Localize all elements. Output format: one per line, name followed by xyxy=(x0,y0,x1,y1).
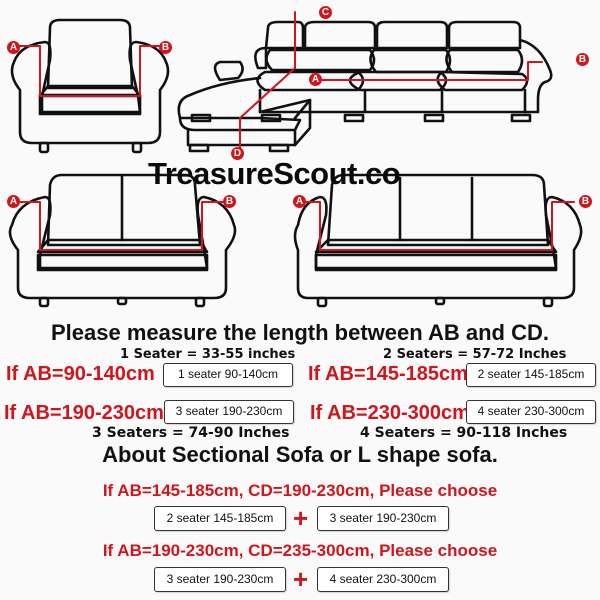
sectional-option-2b: 4 seater 230-300cm xyxy=(317,567,449,592)
sectional-condition-1: If AB=145-185cm, CD=190-230cm, Please ch… xyxy=(102,481,498,500)
plus-icon: + xyxy=(293,564,309,594)
marker-a-loveseat: A xyxy=(7,195,20,208)
headline: Please measure the length between AB and… xyxy=(51,320,549,345)
inch-label-3-seaters: 3 Seaters = 74-90 Inches xyxy=(92,425,290,441)
marker-b: B xyxy=(159,41,172,54)
condition-2-seater: If AB=145-185cm xyxy=(308,363,468,385)
marker-a: A xyxy=(7,41,20,54)
sectional-option-1a: 2 seater 145-185cm xyxy=(154,506,286,531)
option-2-seater: 2 seater 145-185cm xyxy=(466,363,596,387)
loveseat-diagram xyxy=(8,173,237,308)
marker-b-three-seater: B xyxy=(579,195,592,208)
marker-a-sectional: A xyxy=(309,73,322,86)
sectional-option-1b: 3 seater 190-230cm xyxy=(317,506,449,531)
sectional-option-2a: 3 seater 190-230cm xyxy=(154,567,286,592)
marker-b-loveseat: B xyxy=(223,195,236,208)
marker-c: C xyxy=(319,6,332,19)
condition-3-seater: If AB=190-230cm xyxy=(4,402,164,424)
condition-1-seater: If AB=90-140cm xyxy=(6,363,155,385)
option-1-seater: 1 seater 90-140cm xyxy=(163,363,293,387)
marker-a-three-seater: A xyxy=(293,195,306,208)
inch-label-1-seater: 1 Seater = 33-55 inches xyxy=(120,347,296,362)
armchair-diagram xyxy=(10,18,170,154)
three-seater-diagram xyxy=(293,173,583,308)
condition-4-seater: If AB=230-300cm xyxy=(310,402,470,424)
sectional-heading: About Sectional Sofa or L shape sofa. xyxy=(102,442,498,467)
sectional-diagram xyxy=(177,11,553,153)
inch-label-2-seaters: 2 Seaters = 57-72 Inches xyxy=(383,347,567,362)
marker-d: D xyxy=(231,147,244,160)
option-3-seater: 3 seater 190-230cm xyxy=(164,400,294,424)
option-4-seater: 4 seater 230-300cm xyxy=(466,400,596,424)
watermark: TreasureScout.co xyxy=(148,156,401,191)
inch-label-4-seaters: 4 Seaters = 90-118 Inches xyxy=(360,425,568,441)
sectional-condition-2: If AB=190-230cm, CD=235-300cm, Please ch… xyxy=(102,541,498,560)
marker-b-sectional: B xyxy=(576,53,589,66)
plus-icon: + xyxy=(293,503,309,533)
